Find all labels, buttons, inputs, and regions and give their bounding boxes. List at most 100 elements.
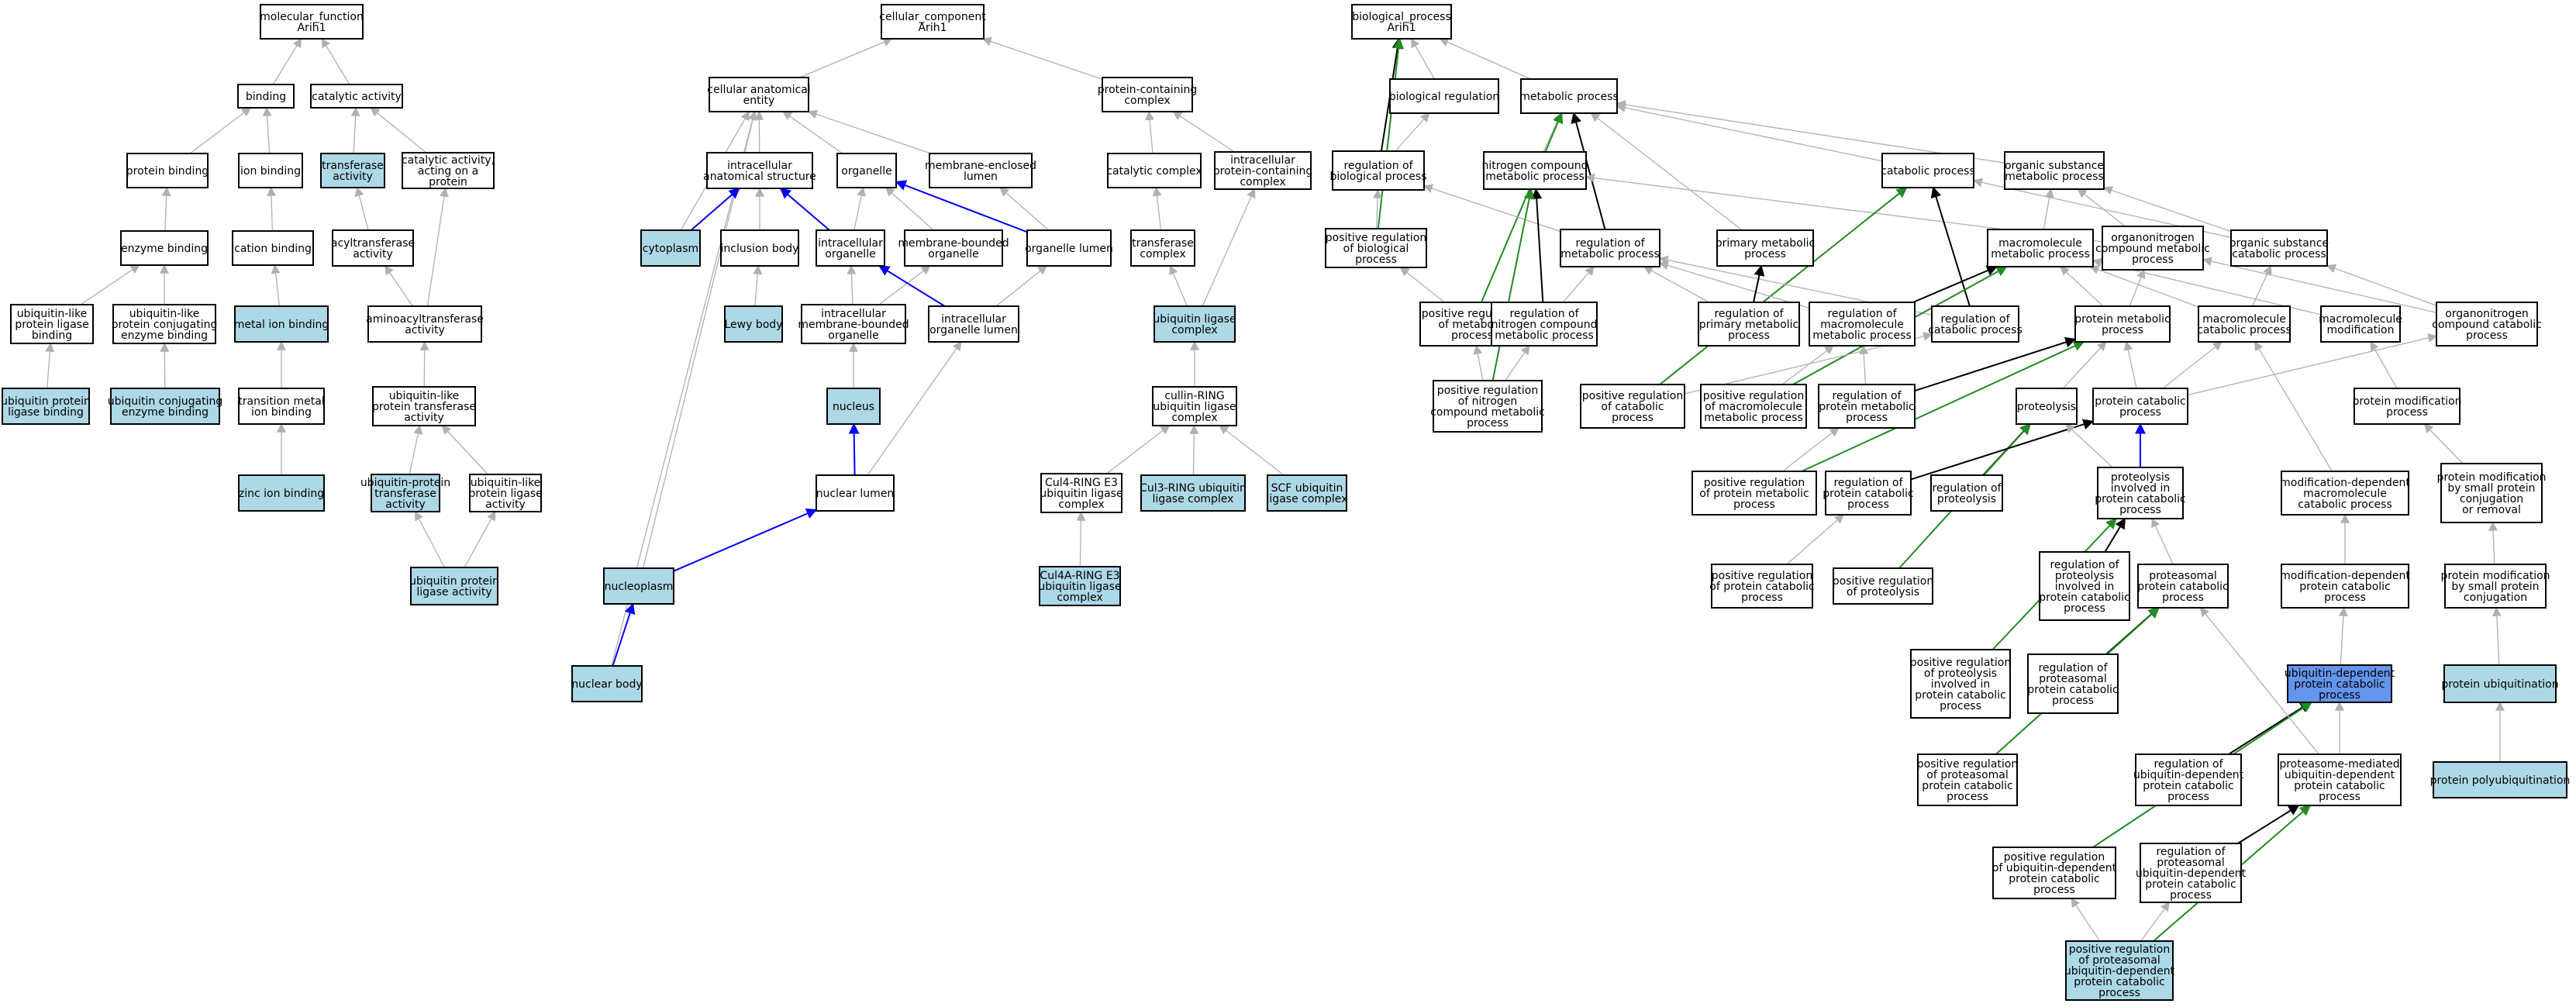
- go-term-moddepmacro[interactable]: modification-dependentmacromoleculecatab…: [2280, 471, 2410, 516]
- go-term-protubiq[interactable]: protein ubiquitination: [2441, 664, 2559, 703]
- go-term-cationbind[interactable]: cation binding: [232, 230, 314, 266]
- go-term-nuclumen[interactable]: nuclear lumen: [816, 474, 895, 512]
- go-term-metproc[interactable]: metabolic process: [1519, 78, 1619, 114]
- go-term-ionbind[interactable]: ion binding: [238, 153, 303, 188]
- go-term-inclbody[interactable]: inclusion body: [720, 229, 799, 267]
- go-term-enzbind[interactable]: enzyme binding: [120, 230, 209, 266]
- go-term-regubdep[interactable]: regulation ofubiquitin-dependentprotein …: [2133, 754, 2244, 806]
- go-term-protmedub[interactable]: proteasome-mediatedubiquitin-dependentpr…: [2278, 754, 2402, 806]
- go-term-metalion[interactable]: metal ion binding: [234, 305, 329, 343]
- go-term-orglumen[interactable]: organelle lumen: [1025, 229, 1113, 267]
- go-term-nucleoplasm[interactable]: nucleoplasm: [603, 567, 674, 605]
- go-term-cytoplasm[interactable]: cytoplasm: [640, 229, 701, 267]
- go-term-catact[interactable]: catalytic activity: [310, 84, 403, 109]
- go-term-protbind[interactable]: protein binding: [126, 153, 209, 188]
- go-term-polyubiq[interactable]: protein polyubiquitination: [2430, 761, 2571, 798]
- go-term-regprotub[interactable]: regulation ofproteasomalubiquitin-depend…: [2136, 843, 2247, 903]
- go-term-proteolysis[interactable]: proteolysis: [2016, 388, 2078, 425]
- go-term-organelle[interactable]: organelle: [836, 153, 897, 188]
- go-term-nucbody[interactable]: nuclear body: [571, 665, 643, 702]
- go-term-nucleus[interactable]: nucleus: [826, 388, 881, 425]
- go-term-lewy[interactable]: Lewy body: [724, 305, 783, 343]
- go-term-catcomplex[interactable]: catalytic complex: [1106, 153, 1202, 188]
- go-term-catabolic[interactable]: catabolic process: [1881, 153, 1975, 188]
- go-term-bioreg[interactable]: biological regulation: [1389, 78, 1499, 114]
- go-term-zinc[interactable]: zinc ion binding: [238, 474, 325, 512]
- go-term-binding[interactable]: binding: [237, 84, 295, 109]
